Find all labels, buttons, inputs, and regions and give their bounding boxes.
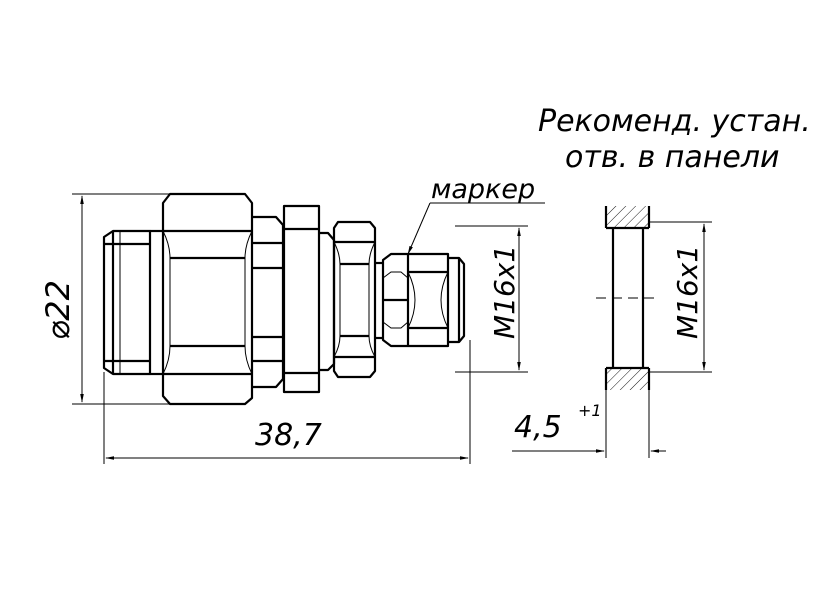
hex-nut-rear — [332, 220, 383, 379]
hex-nut-large — [161, 192, 254, 406]
marker-callout: маркер — [407, 174, 545, 255]
installation-note: Рекоменд. устан. отв. в панели — [538, 104, 811, 175]
connector-sma-end — [381, 252, 466, 348]
connector-neck — [319, 231, 336, 372]
dimension-thread-connector: М16х1 — [455, 225, 528, 373]
panel-section — [596, 206, 660, 390]
dimension-diameter: ⌀22 — [39, 193, 170, 405]
connector-socket — [102, 229, 163, 376]
connector-mid-body — [252, 215, 285, 389]
length-value: 38,7 — [255, 418, 322, 453]
dimension-thread-panel: М16х1 — [649, 221, 712, 373]
marker-label: маркер — [431, 174, 535, 205]
diameter-value: 22 — [39, 280, 77, 321]
connector-body — [102, 192, 466, 406]
dimension-panel-thickness: 4,5 +1 — [512, 390, 666, 458]
panel-thickness-tolerance: +1 — [578, 401, 602, 420]
dimension-length: 38,7 — [103, 340, 471, 464]
diameter-label: ⌀22 — [39, 280, 77, 340]
panel-thickness-value: 4,5 — [514, 410, 562, 445]
thread-panel-label: М16х1 — [671, 245, 704, 339]
note-line-2: отв. в панели — [565, 140, 780, 175]
connector-flange — [282, 204, 321, 394]
diameter-symbol: ⌀ — [39, 321, 77, 340]
thread-connector-label: М16х1 — [488, 245, 521, 339]
note-line-1: Рекоменд. устан. — [538, 104, 811, 139]
